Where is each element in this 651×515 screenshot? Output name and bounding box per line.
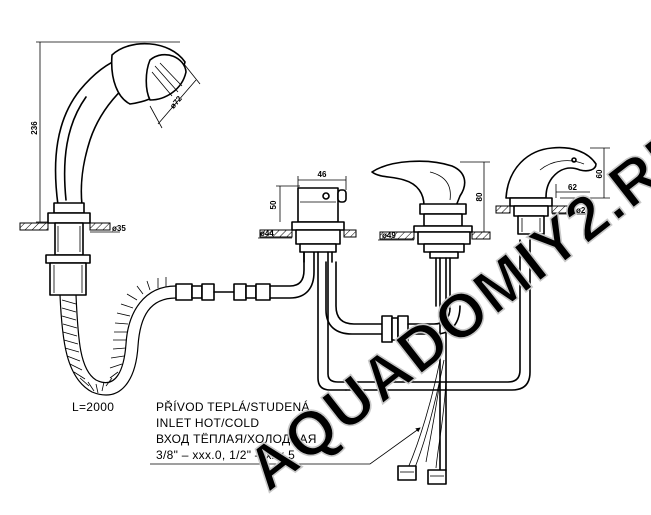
dim-spout-width: 62 [568, 183, 577, 192]
spout: 60 62 ø28 [495, 146, 610, 235]
dim-spout-base: ø28 [576, 206, 590, 215]
hand-shower: 236 ø72 ø35 [19, 41, 201, 296]
dim-mixer-base: ø49 [382, 231, 396, 240]
inlet-pipes [345, 239, 531, 391]
inlet-note: PŘÍVOD TEPLÁ/STUDENÁ INLET HOT/COLD ВХОД… [150, 399, 421, 465]
note-line-4: 3/8" – xxx.0, 1/2" – xxx.5 [156, 448, 295, 462]
note-line-2: INLET HOT/COLD [156, 416, 259, 430]
hose-length-label: L=2000 [72, 400, 114, 414]
note-line-3: ВХОД ТЁПЛАЯ/ХОЛОДНАЯ [156, 432, 317, 446]
mixer: 80 ø49 [371, 160, 491, 485]
dim-hand-shower-base: ø35 [112, 224, 126, 233]
diverter-valve: 46 50 ø44 [258, 170, 357, 391]
dim-valve-base: ø44 [260, 229, 274, 238]
dim-mixer-height: 80 [475, 192, 484, 201]
shower-hose: L=2000 [59, 277, 177, 414]
note-line-1: PŘÍVOD TEPLÁ/STUDENÁ [156, 399, 310, 414]
dim-spout-height: 60 [595, 169, 604, 178]
dim-total-height: 236 [30, 121, 39, 135]
dim-valve-width: 46 [318, 170, 327, 179]
connection-pipe [325, 261, 461, 343]
hose-fittings [175, 249, 315, 301]
dim-valve-height: 50 [269, 200, 278, 209]
